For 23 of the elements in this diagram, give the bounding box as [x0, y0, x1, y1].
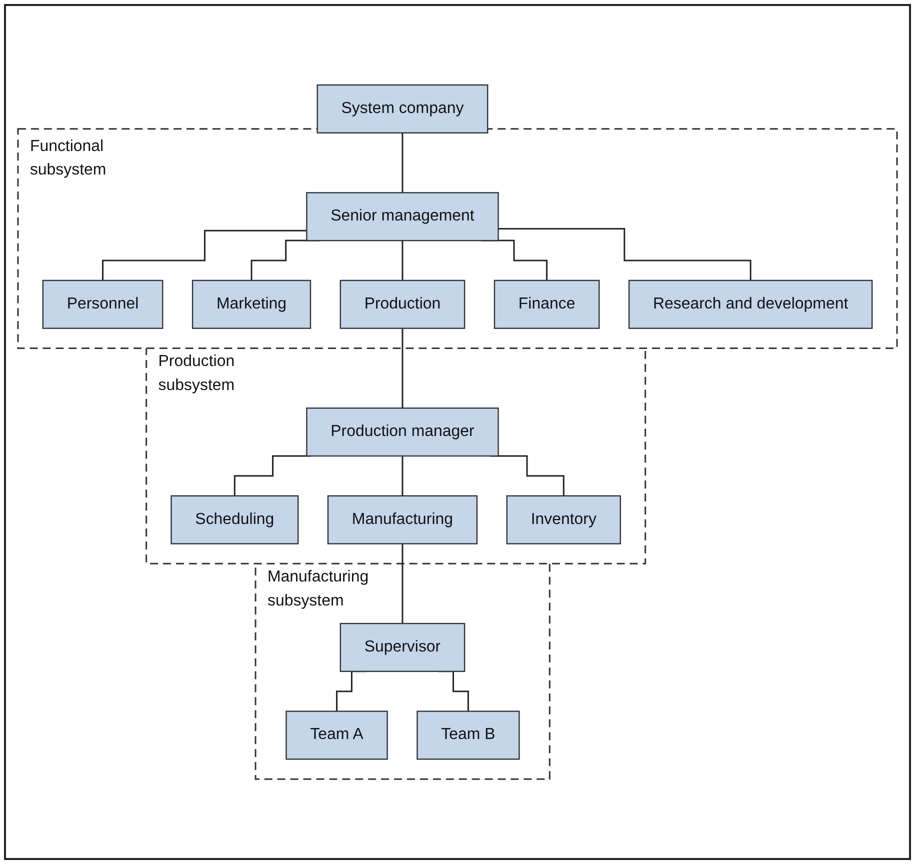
node-box	[306, 192, 499, 242]
cluster	[17, 128, 898, 349]
node-box	[506, 495, 621, 544]
node-box	[170, 495, 299, 544]
node-box	[628, 280, 873, 329]
node-box	[192, 280, 312, 329]
node-box	[327, 495, 478, 544]
connector	[402, 328, 404, 409]
connector	[402, 132, 404, 194]
org-chart: Manufacturing subsystem Production subsystem Functional subsystem System company Senior management Personnel Marketing Production Finance Research and development Production manager Scheduling Manufacturing Inventory Supervisor Team A Team B	[10, 76, 905, 788]
node-box	[416, 710, 520, 760]
node-box	[42, 280, 164, 329]
connector	[102, 230, 307, 282]
connector	[498, 228, 752, 282]
node-box	[286, 710, 388, 760]
node-box	[340, 280, 466, 329]
node-box	[340, 622, 466, 672]
node-box	[494, 280, 600, 329]
connector	[402, 455, 404, 497]
node-box	[306, 407, 499, 457]
node-box	[316, 84, 488, 134]
connector	[402, 542, 404, 624]
connector	[402, 240, 404, 282]
